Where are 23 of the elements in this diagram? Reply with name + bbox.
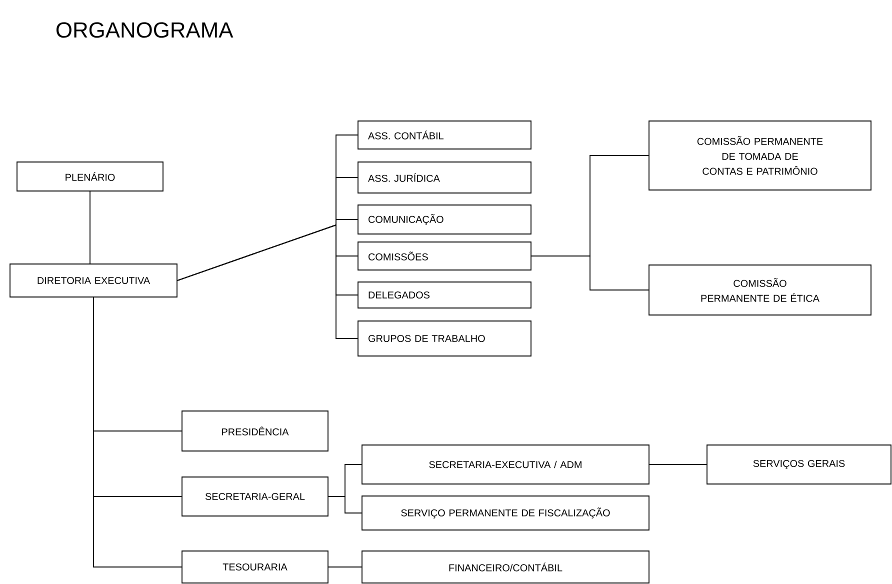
connector-line — [649, 464, 707, 465]
connector-line — [531, 256, 649, 290]
org-box: SECRETARIA-EXECUTIVA / ADM — [362, 444, 650, 484]
org-box: TESOURARIA — [182, 550, 328, 584]
org-box: COMISSÃO PERMANENTE DE TOMADA DE CONTAS E PATRIMÔNIO — [648, 120, 872, 190]
org-box: SERVIÇO PERMANENTE DE FISCALIZAÇÃO — [362, 496, 650, 530]
connector-line — [328, 496, 362, 514]
org-box: ASS. CONTÁBIL — [358, 120, 532, 150]
org-box: SECRETARIA-GERAL — [182, 476, 328, 516]
org-box: COMISSÕES — [358, 242, 532, 270]
org-box: FINANCEIRO/CONTÁBIL — [362, 550, 650, 584]
connector-line — [177, 224, 358, 339]
connector-line — [328, 566, 362, 568]
org-box: COMISSÃO PERMANENTE DE ÉTICA — [648, 264, 872, 316]
org-box: GRUPOS DE TRABALHO — [358, 320, 532, 356]
org-box: DIRETORIA EXECUTIVA — [10, 264, 178, 298]
org-box: ASS. JURÍDICA — [358, 162, 532, 194]
org-box: COMUNICAÇÃO — [358, 204, 532, 234]
org-box: SERVIÇOS GERAIS — [706, 444, 892, 484]
org-box: DELEGADOS — [358, 282, 532, 308]
org-box: PLENÁRIO — [16, 162, 164, 192]
title: ORGANOGRAMA — [56, 22, 234, 38]
org-box: PRESIDÊNCIA — [182, 410, 328, 452]
